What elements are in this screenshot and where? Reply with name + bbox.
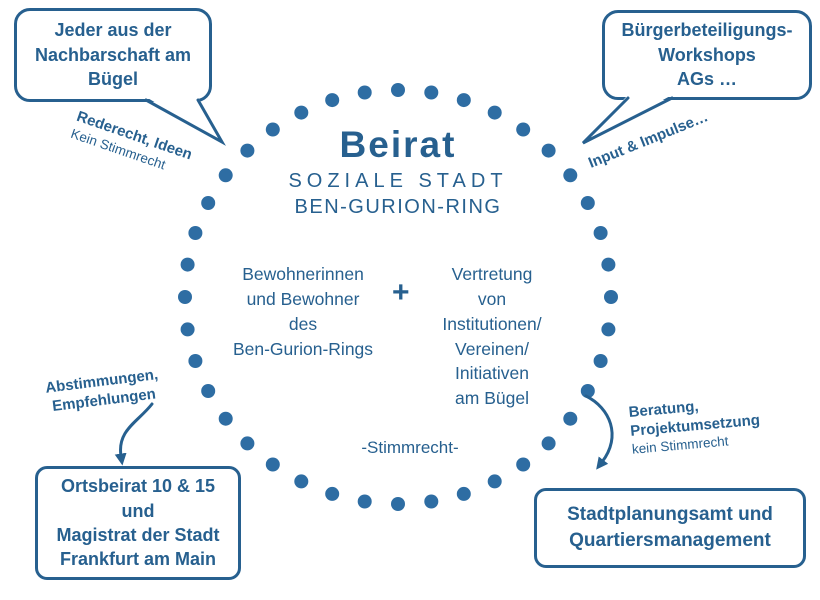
bubble-neighborhood: Jeder aus der Nachbarschaft am Bügel bbox=[14, 8, 212, 102]
voting-right-note: -Stimmrecht- bbox=[361, 438, 459, 457]
bubble-workshops: Bürgerbeteiligungs- Workshops AGs … bbox=[602, 10, 812, 100]
label-beratung: Beratung, Projektumsetzung kein Stimmrec… bbox=[628, 393, 762, 459]
circle-title-block: Beirat SOZIALE STADT BEN-GURION-RING bbox=[238, 124, 558, 219]
label-input-impulse: Input & Impulse… bbox=[586, 108, 711, 173]
label-input-impulse-text: Input & Impulse… bbox=[586, 108, 711, 172]
label-rederecht-ideen: Rederecht, Ideen Kein Stimmrecht bbox=[68, 108, 194, 181]
diagram-title: Beirat bbox=[339, 124, 457, 165]
box-ortsbeirat-magistrat: Ortsbeirat 10 & 15 und Magistrat der Sta… bbox=[35, 466, 241, 580]
diagram-subtitle-2: BEN-GURION-RING bbox=[294, 195, 502, 218]
label-abstimmungen-text: Abstimmungen, Empfehlungen bbox=[44, 366, 160, 415]
box-stadtplanungsamt: Stadtplanungsamt und Quartiersmanagement bbox=[534, 488, 806, 568]
diagram-subtitle-1: SOZIALE STADT bbox=[288, 169, 508, 192]
plus-sign: + bbox=[392, 276, 410, 309]
label-abstimmungen: Abstimmungen, Empfehlungen bbox=[42, 346, 164, 437]
institutions-group-text: Vertretung von Institutionen/ Vereinen/ … bbox=[442, 264, 542, 409]
residents-group-text: Bewohnerinnen und Bewohner des Ben-Gurio… bbox=[232, 264, 374, 359]
